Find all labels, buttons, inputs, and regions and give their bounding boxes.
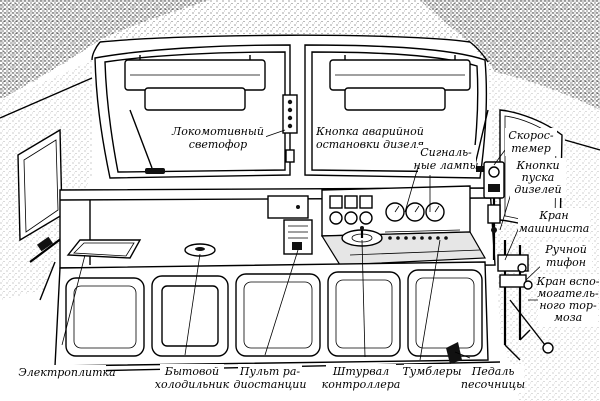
label-line: Локомотивный (171, 125, 264, 138)
label-line: Ручной (544, 243, 587, 256)
label-line: контроллера (322, 378, 401, 391)
label-line: Кран (538, 209, 568, 222)
label-toggles: Тумблеры (402, 364, 462, 378)
speedometer-column (483, 161, 505, 260)
label-line: Бытовой (164, 365, 219, 378)
label-line: машиниста (519, 222, 590, 235)
label-line: светофор (189, 138, 247, 151)
label-line: могатель- (537, 287, 599, 300)
label-line: Штурвал (332, 365, 389, 378)
label-line: остановки дизеля (316, 138, 424, 151)
label-line: пуска (522, 171, 555, 184)
radio-panel (267, 195, 313, 255)
label-fridge: Бытовой холодильник (155, 364, 230, 392)
label-line: темер (511, 142, 551, 155)
label-line: диостанции (234, 378, 307, 391)
valve-assembly (497, 240, 554, 361)
label-line: ные лампы (414, 159, 479, 172)
electric-hotplate (66, 239, 142, 259)
label-line: Кнопка аварийной (315, 125, 424, 138)
label-line: Тумблеры (402, 365, 461, 378)
label-locomotive-traffic-light: Локомотивный светофор (170, 124, 266, 152)
cab-ceiling (0, 0, 600, 110)
label-driver-valve: Кран машиниста (518, 208, 590, 236)
label-start-buttons: Кнопки пуска дизелей (510, 158, 566, 198)
lower-cabinet (39, 261, 501, 373)
left-sun-visor (124, 55, 266, 111)
right-sun-visor (329, 55, 471, 111)
label-speedometer: Скорос- темер (505, 128, 557, 156)
label-line: Педаль (471, 365, 515, 378)
label-line: холодильник (155, 378, 230, 391)
label-auxiliary-brake-valve: Кран вспо- могатель- ного тор- моза (536, 274, 600, 326)
label-sand-pedal: Педаль песочницы (461, 364, 525, 392)
sand-pedal (446, 342, 462, 364)
label-line: Скорос- (508, 129, 553, 142)
label-line: Кнопки (515, 159, 559, 172)
label-controller-wheel: Штурвал контроллера (322, 364, 401, 392)
label-line: ного тор- (539, 299, 597, 312)
label-line: тифон (546, 256, 586, 269)
label-emergency-stop-button: Кнопка аварийной остановки дизеля (315, 124, 424, 152)
label-line: Пульт ра- (239, 365, 300, 378)
leader-lines (61, 129, 548, 361)
label-hand-whistle: Ручной тифон (540, 242, 592, 270)
locomotive-signal-unit (282, 94, 298, 163)
label-line: песочницы (461, 378, 525, 391)
label-radio-panel: Пульт ра- диостанции (234, 364, 307, 392)
label-line: Кран вспо- (536, 275, 600, 288)
label-signal-lamps: Сигналь- ные лампы (414, 145, 479, 173)
label-line: Сигналь- (420, 146, 472, 159)
left-wall (0, 60, 93, 301)
label-hotplate: Электроплитка (18, 365, 116, 379)
control-console (320, 185, 487, 266)
label-line: моза (554, 311, 582, 324)
label-line: дизелей (514, 183, 561, 196)
label-line: Электроплитка (18, 366, 115, 379)
